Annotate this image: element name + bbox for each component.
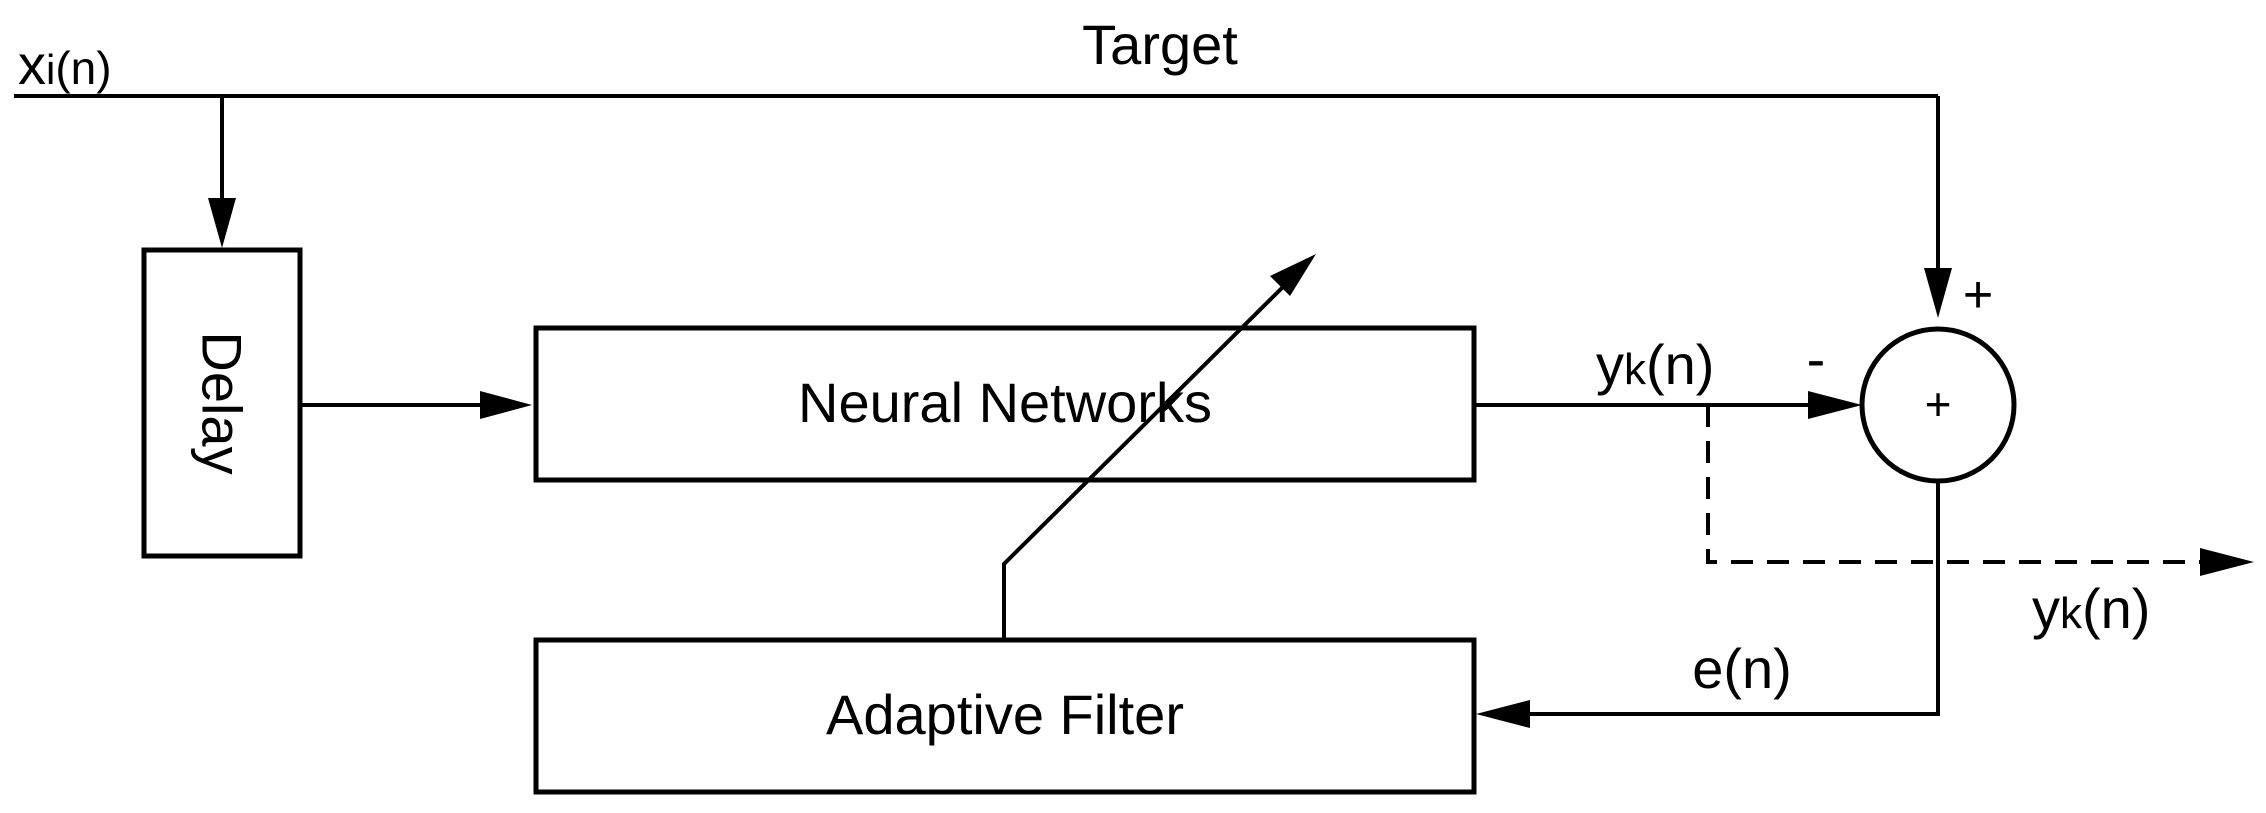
error-label: e(n) <box>1692 637 1792 700</box>
target-label: Target <box>1082 13 1238 76</box>
summing-junction: + <box>1859 326 2017 484</box>
error-feedback-arrow <box>1476 481 1940 728</box>
system-output-main: y <box>2032 577 2060 640</box>
input-to-delay-arrow <box>208 96 236 248</box>
nn-output-main: y <box>1596 333 1624 396</box>
system-output-arg: (n) <box>2082 577 2150 640</box>
nn-to-summer-arrow <box>1474 391 1862 419</box>
input-signal-arg: (n) <box>55 42 111 94</box>
plus-sign: + <box>1963 266 1993 324</box>
adaptive-filter-block: Adaptive Filter <box>533 637 1477 795</box>
neural-networks-label: Neural Networks <box>798 371 1212 434</box>
summer-symbol: + <box>1925 378 1952 430</box>
system-output-label: yk(n) <box>2032 577 2150 640</box>
adaptation-arrow <box>1002 254 1316 640</box>
nn-output-sub: k <box>1624 345 1647 394</box>
input-signal-main: x <box>18 33 46 96</box>
input-target-line <box>14 94 1952 318</box>
input-signal-sub: i <box>46 46 55 93</box>
output-tap-dashed <box>1706 405 2254 576</box>
system-output-sub: k <box>2060 589 2083 638</box>
nn-output-label: yk(n) <box>1596 333 1714 396</box>
delay-block: Delay <box>141 247 303 559</box>
minus-sign: - <box>1807 327 1826 390</box>
neural-networks-block: Neural Networks <box>533 325 1477 483</box>
delay-to-nn-arrow <box>300 391 532 419</box>
delay-label: Delay <box>191 331 254 474</box>
adaptive-filter-label: Adaptive Filter <box>826 683 1184 746</box>
nn-output-arg: (n) <box>1646 333 1714 396</box>
input-signal-label: xi(n) <box>18 33 112 96</box>
